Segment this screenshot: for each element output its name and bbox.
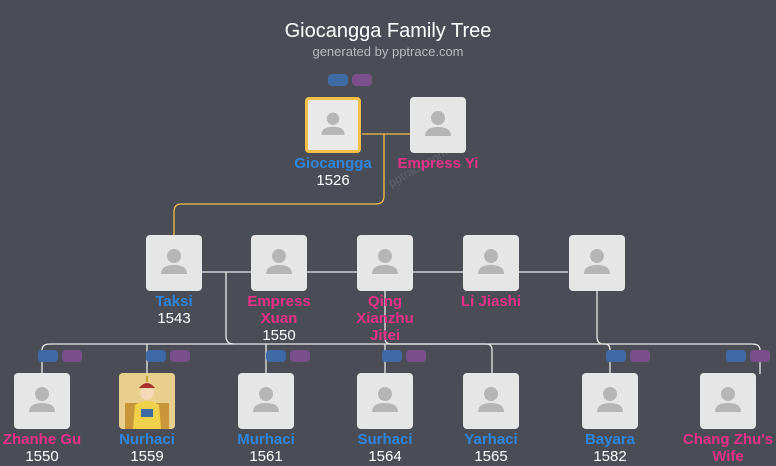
person-birth-year: 1543 (157, 310, 191, 327)
person-portrait[interactable] (119, 373, 175, 429)
person-taksi[interactable]: Taksi 1543 (114, 235, 234, 327)
person-silhouette-icon (597, 387, 623, 412)
person-name: Qing Xianzhu Jitei (356, 293, 414, 344)
person-name: Zhanhe Gu (2, 431, 82, 448)
person-silhouette-icon (372, 387, 398, 412)
expand-ancestors-button[interactable] (38, 350, 58, 362)
person-photo-placeholder[interactable] (463, 235, 519, 291)
person-name: Bayara (584, 431, 636, 448)
person-name: Chang Zhu's Wife (682, 431, 774, 465)
person-birth-year: 1582 (593, 448, 627, 465)
person-name: Yarhaci (464, 431, 518, 448)
person-photo-placeholder[interactable] (357, 373, 413, 429)
person-silhouette-icon (425, 111, 451, 136)
person-photo-placeholder[interactable] (569, 235, 625, 291)
expand-spouses-button[interactable] (62, 350, 82, 362)
person-birth-year: 1550 (262, 327, 296, 344)
person-birth-year: 1564 (368, 448, 402, 465)
expand-spouses-button[interactable] (170, 350, 190, 362)
person-chang-zhus-wife[interactable]: Chang Zhu's Wife (680, 373, 776, 465)
expand-ancestors-button[interactable] (726, 350, 746, 362)
person-name: Murhaci (237, 431, 295, 448)
person-silhouette-icon (478, 249, 504, 274)
person-li-jiashi[interactable]: Li Jiashi (431, 235, 551, 310)
person-surhaci[interactable]: Surhaci 1564 (325, 373, 445, 465)
person-birth-year: 1526 (316, 172, 350, 189)
person-silhouette-icon (321, 112, 345, 135)
person-giocangga[interactable]: Giocangga 1526 (273, 97, 393, 189)
person-zhanhe-gu[interactable]: Zhanhe Gu 1550 (0, 373, 102, 465)
person-birth-year: 1550 (25, 448, 59, 465)
person-silhouette-icon (478, 387, 504, 412)
expand-ancestors-button[interactable] (606, 350, 626, 362)
person-silhouette-icon (161, 249, 187, 274)
person-photo-placeholder[interactable] (146, 235, 202, 291)
person-unnamed-spouse[interactable] (537, 235, 657, 291)
expand-toggle-group (606, 350, 654, 362)
expand-ancestors-button[interactable] (146, 350, 166, 362)
expand-spouses-button[interactable] (750, 350, 770, 362)
person-bayara[interactable]: Bayara 1582 (550, 373, 670, 465)
person-nurhaci[interactable]: Nurhaci 1559 (87, 373, 207, 465)
page-title: Giocangga Family Tree (284, 20, 492, 42)
person-name: Surhaci (357, 431, 413, 448)
person-photo-placeholder[interactable] (251, 235, 307, 291)
expand-toggle-group (38, 350, 86, 362)
person-name: Taksi (155, 293, 193, 310)
expand-toggle-group (726, 350, 774, 362)
expand-spouses-button[interactable] (406, 350, 426, 362)
expand-toggle-group (146, 350, 194, 362)
person-silhouette-icon (253, 387, 279, 412)
expand-ancestors-button[interactable] (328, 74, 348, 86)
person-photo-placeholder[interactable] (305, 97, 361, 153)
expand-ancestors-button[interactable] (266, 350, 286, 362)
person-photo-placeholder[interactable] (700, 373, 756, 429)
expand-toggle-group (328, 74, 376, 86)
person-photo-placeholder[interactable] (14, 373, 70, 429)
person-silhouette-icon (715, 387, 741, 412)
expand-spouses-button[interactable] (630, 350, 650, 362)
person-photo-placeholder[interactable] (238, 373, 294, 429)
person-photo-placeholder[interactable] (582, 373, 638, 429)
page-subtitle: generated by pptrace.com (312, 44, 464, 59)
expand-ancestors-button[interactable] (382, 350, 402, 362)
person-photo-placeholder[interactable] (357, 235, 413, 291)
person-empress-yi[interactable]: Empress Yi (378, 97, 498, 172)
portrait-image (119, 373, 175, 429)
person-name: Nurhaci (119, 431, 175, 448)
person-name: Empress Yi (397, 155, 479, 172)
person-silhouette-icon (266, 249, 292, 274)
person-name: Empress Xuan (247, 293, 311, 327)
person-birth-year: 1559 (130, 448, 164, 465)
person-murhaci[interactable]: Murhaci 1561 (206, 373, 326, 465)
person-birth-year: 1565 (474, 448, 508, 465)
expand-toggle-group (382, 350, 430, 362)
person-qing-xianzhu-jitei[interactable]: Qing Xianzhu Jitei (345, 235, 425, 344)
expand-toggle-group (266, 350, 314, 362)
person-photo-placeholder[interactable] (463, 373, 519, 429)
person-yarhaci[interactable]: Yarhaci 1565 (431, 373, 551, 465)
person-silhouette-icon (29, 387, 55, 412)
person-photo-placeholder[interactable] (410, 97, 466, 153)
expand-spouses-button[interactable] (352, 74, 372, 86)
person-silhouette-icon (372, 249, 398, 274)
person-birth-year: 1561 (249, 448, 283, 465)
person-name: Giocangga (294, 155, 372, 172)
person-name: Li Jiashi (460, 293, 522, 310)
person-silhouette-icon (584, 249, 610, 274)
person-empress-xuan[interactable]: Empress Xuan 1550 (234, 235, 324, 344)
expand-spouses-button[interactable] (290, 350, 310, 362)
